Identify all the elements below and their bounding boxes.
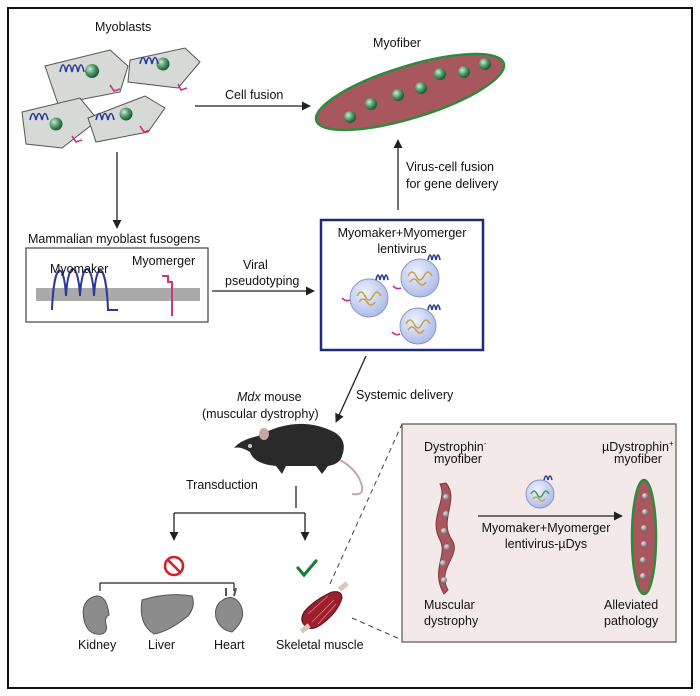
label-kidney: Kidney	[78, 638, 117, 652]
label-inset-virus-2: lentivirus-µDys	[504, 537, 588, 551]
myoblast-cell	[44, 49, 129, 105]
dystrophin-negative-fiber	[435, 482, 455, 595]
label-alleviated-1: Alleviated	[604, 598, 659, 612]
label-mdx-mouse: Mdx mouse	[237, 390, 302, 405]
zoom-line-top	[329, 423, 403, 585]
myoblast-cell	[21, 97, 99, 149]
mouse-icon	[234, 423, 364, 496]
label-mdx-line2: (muscular dystrophy)	[202, 407, 319, 421]
label-muscular-2: dystrophy	[424, 614, 479, 628]
label-systemic-delivery: Systemic delivery	[356, 388, 454, 402]
lentivirus-particle	[391, 304, 441, 345]
myoblast-cell	[127, 47, 201, 91]
lentivirus-particle	[392, 254, 441, 298]
label-virus-cell-fusion-1: Virus-cell fusion	[406, 160, 495, 174]
label-myomerger: Myomerger	[132, 254, 196, 268]
label-lentivirus-1: Myomaker+Myomerger	[337, 226, 467, 240]
label-lentivirus-2: lentivirus	[377, 242, 427, 256]
label-alleviated-2: pathology	[604, 614, 659, 628]
kidney-icon	[82, 595, 110, 635]
label-udys-pos-text: µDystrophin	[602, 440, 669, 455]
forbidden-icon	[163, 555, 185, 577]
label-inset-virus-1: Myomaker+Myomerger	[481, 521, 611, 535]
label-dys-neg-text: Dystrophin	[424, 440, 484, 455]
label-mdx-rest: mouse	[260, 390, 302, 404]
label-myofiber: Myofiber	[373, 36, 421, 50]
label-dystrophin-negative-2: myofiber	[434, 452, 482, 466]
lentivirus-particle	[341, 274, 389, 318]
myofiber	[314, 52, 506, 132]
label-fusogens-title: Mammalian myoblast fusogens	[28, 232, 201, 246]
label-cell-fusion: Cell fusion	[225, 88, 284, 102]
label-viral-2: pseudotyping	[225, 274, 300, 288]
transduction-branch	[169, 486, 310, 541]
check-icon	[296, 559, 318, 578]
label-skeletal-muscle: Skeletal muscle	[276, 638, 364, 652]
zoom-line-bottom	[351, 617, 403, 641]
label-virus-cell-fusion-2: for gene delivery	[406, 177, 499, 191]
heart-icon	[215, 587, 244, 633]
inset-lentivirus-particle	[525, 475, 555, 509]
label-udystrophin-positive-2: myofiber	[614, 452, 662, 466]
label-udystrophin-positive: µDystrophin+	[602, 436, 674, 455]
label-myoblasts: Myoblasts	[95, 20, 152, 34]
label-myomaker: Myomaker	[50, 262, 109, 276]
skeletal-muscle-icon	[299, 581, 349, 634]
udystrophin-positive-fiber	[630, 478, 658, 596]
label-transduction: Transduction	[186, 478, 258, 492]
label-viral-1: Viral	[243, 258, 268, 272]
myoblast-cell	[87, 95, 166, 143]
label-muscular-1: Muscular	[424, 598, 475, 612]
label-dys-neg-sup: -	[483, 439, 487, 448]
systemic-delivery-arrow	[335, 355, 367, 423]
figure-border	[7, 7, 693, 689]
label-liver: Liver	[148, 638, 176, 652]
myoblast-cells	[21, 47, 201, 149]
label-heart: Heart	[214, 638, 245, 652]
organ-bracket	[99, 582, 235, 591]
label-mdx-italic: Mdx	[237, 390, 261, 404]
liver-icon	[140, 594, 194, 635]
label-dystrophin-negative: Dystrophin-	[424, 436, 486, 455]
lentivirus-box	[319, 218, 485, 352]
fusogens-box	[25, 247, 209, 323]
label-udys-pos-sup: +	[668, 439, 674, 448]
